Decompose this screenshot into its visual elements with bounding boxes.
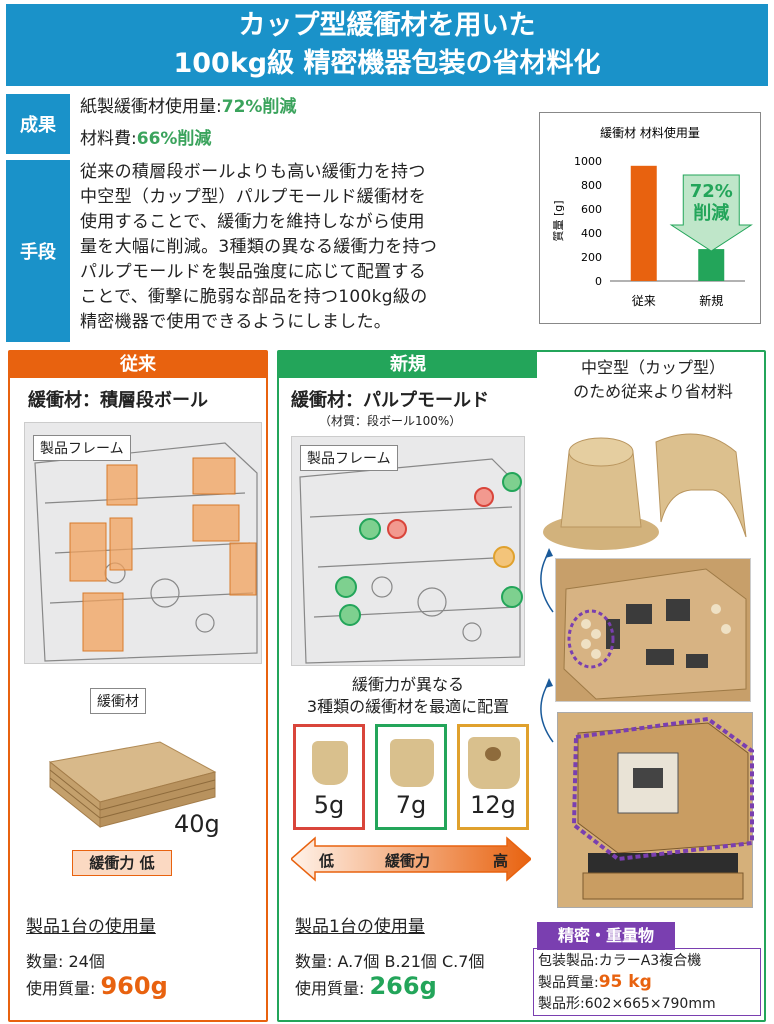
- method-line: ことで、衝撃に脆弱な部品を持つ100kg級の: [80, 287, 428, 307]
- product-weight: 製品質量:95 kg: [538, 972, 756, 994]
- hollow-caption: 中空型（カップ型） のため従来より省材料: [543, 356, 763, 404]
- results-line-1-text: 紙製緩衝材使用量:: [80, 97, 222, 117]
- new-header: 新規: [279, 352, 537, 378]
- product-tag: 精密・重量物: [537, 922, 675, 950]
- product-weight-label: 製品質量:: [538, 975, 599, 991]
- page-title: カップ型緩衝材を用いた 100kg級 精密機器包装の省材料化: [6, 4, 768, 86]
- y-tick-label: 0: [595, 275, 602, 288]
- method-line: 精密機器で使用できるようにしました。: [80, 312, 392, 332]
- hollow-caption-line-1: 中空型（カップ型）: [580, 358, 725, 377]
- method-line: 従来の積層段ボールよりも高い緩衝力を持つ: [80, 162, 426, 182]
- frame-label: 製品フレーム: [300, 445, 398, 471]
- cup-c-weight: 12g: [470, 791, 516, 819]
- cup-b-image: [390, 739, 434, 787]
- strength-badge: 緩衝力 低: [72, 850, 172, 876]
- new-frame-image: 製品フレーム: [291, 436, 525, 666]
- cup-a-weight: 5g: [313, 791, 345, 819]
- bar-new: [698, 249, 725, 281]
- cardboard-stack-image: [48, 741, 217, 829]
- new-subtitle: 緩衝材：パルプモールド: [291, 390, 489, 411]
- results-line-2-value: 66%削減: [136, 129, 212, 149]
- title-line-2: 100kg級 精密機器包装の省材料化: [173, 48, 601, 79]
- y-tick-label: 800: [581, 179, 602, 192]
- results-line-1-value: 72%削減: [221, 97, 297, 117]
- arrow-low: 低: [319, 852, 335, 870]
- x-tick-label: 新規: [699, 293, 723, 308]
- arrow-mid: 緩衝力: [385, 852, 431, 870]
- new-usage-mass: 使用質量: 266g: [295, 972, 437, 1000]
- method-text: 従来の積層段ボールよりも高い緩衝力を持つ 中空型（カップ型）パルプモールド緩衝材…: [80, 160, 530, 335]
- results-line-2: 材料費:66%削減: [80, 124, 211, 154]
- chart-title: 緩衝材 材料使用量: [600, 125, 700, 140]
- product-info-box: 包装製品:カラーA3複合機 製品質量:95 kg 製品形:602×665×790…: [533, 948, 761, 1016]
- strength-arrow: [291, 836, 531, 882]
- flow-arrows: [540, 548, 554, 743]
- reduction-percent: 72%: [690, 181, 733, 202]
- results-tag: 成果: [6, 94, 70, 154]
- packaged-product-image: [557, 712, 754, 908]
- cup-c-box: 12g: [457, 724, 529, 830]
- new-usage-mass-value: 266g: [369, 972, 437, 1000]
- y-axis-label: 質量 [g]: [551, 200, 565, 241]
- method-line: 使用することで、緩衝力を維持しながら使用: [80, 212, 425, 232]
- bar-conventional: [630, 165, 657, 281]
- usage-mass-value: 960g: [100, 972, 168, 1000]
- reduction-label: 削減: [693, 202, 729, 224]
- product-weight-value: 95 kg: [598, 972, 652, 992]
- frame-label: 製品フレーム: [33, 435, 131, 461]
- cup-caption-line-1: 緩衝力が異なる: [351, 675, 464, 694]
- cup-a-image: [312, 741, 348, 785]
- cushion-label: 緩衝材: [90, 688, 146, 714]
- y-tick-label: 1000: [574, 155, 602, 168]
- frame-illustration: [34, 442, 258, 662]
- conventional-subtitle: 緩衝材：積層段ボール: [28, 390, 208, 411]
- tray-illustration: [563, 568, 747, 700]
- frame-illustration: [299, 458, 523, 664]
- new-usage-mass-label: 使用質量:: [295, 979, 370, 998]
- results-line-2-text: 材料費:: [80, 129, 137, 149]
- cup-caption-line-2: 3種類の緩衝材を最適に配置: [306, 697, 510, 716]
- cup-closeup-image: [543, 433, 747, 550]
- usage-title: 製品1台の使用量: [26, 917, 156, 937]
- y-tick-label: 200: [581, 251, 602, 264]
- method-tag: 手段: [6, 160, 70, 342]
- y-tick-label: 600: [581, 203, 602, 216]
- new-panel: 新規 緩衝材：パルプモールド （材質：段ボール100%） 製品フレーム 緩衝力が…: [277, 350, 766, 1022]
- method-line: パルプモールドを製品強度に応じて配置する: [80, 262, 426, 282]
- cup-c-image: [468, 737, 520, 789]
- hollow-caption-line-2: のため従来より省材料: [573, 382, 733, 401]
- packaged-product-illustration: [571, 716, 754, 900]
- x-tick-label: 従来: [632, 294, 656, 308]
- usage-bar-chart: 緩衝材 材料使用量 0 200 400 600 800 1000 質量 [g] 従来 新規 72%削…: [551, 125, 753, 308]
- chart-frame: 緩衝材 材料使用量 0 200 400 600 800 1000 質量 [g] 従来 新規 72%削…: [539, 112, 761, 324]
- y-tick-label: 400: [581, 227, 602, 240]
- cup-a-box: 5g: [293, 724, 365, 830]
- tray-image: [555, 558, 751, 702]
- conventional-frame-image: 製品フレーム: [24, 422, 262, 664]
- reduction-arrow: [669, 174, 753, 252]
- results-line-1: 紙製緩衝材使用量:72%削減: [80, 92, 296, 122]
- cup-b-weight: 7g: [395, 791, 427, 819]
- cup-c-hole: [485, 747, 501, 761]
- method-line: 中空型（カップ型）パルプモールド緩衝材を: [80, 187, 426, 207]
- usage-count: 数量: 24個: [26, 952, 105, 971]
- usage-mass: 使用質量: 960g: [26, 972, 168, 1000]
- cup-b-box: 7g: [375, 724, 447, 830]
- usage-mass-label: 使用質量:: [26, 979, 101, 998]
- conventional-header: 従来: [10, 352, 266, 378]
- product-line-1: 包装製品:カラーA3複合機: [538, 953, 702, 969]
- arrow-high: 高: [493, 852, 509, 870]
- product-size: 製品形:602×665×790mm: [538, 996, 716, 1012]
- cup-caption: 緩衝力が異なる 3種類の緩衝材を最適に配置: [279, 674, 537, 718]
- new-material: （材質：段ボール100%）: [319, 414, 462, 428]
- method-line: 量を大幅に削減。3種類の異なる緩衝力を持つ: [80, 237, 438, 257]
- new-usage-title: 製品1台の使用量: [295, 917, 425, 937]
- title-line-1: カップ型緩衝材を用いた: [238, 10, 536, 41]
- cushion-weight: 40g: [174, 810, 220, 838]
- new-usage-count: 数量: A.7個 B.21個 C.7個: [295, 952, 485, 971]
- conventional-panel: 従来 緩衝材：積層段ボール 製品フレーム 緩衝材 40g: [8, 350, 268, 1022]
